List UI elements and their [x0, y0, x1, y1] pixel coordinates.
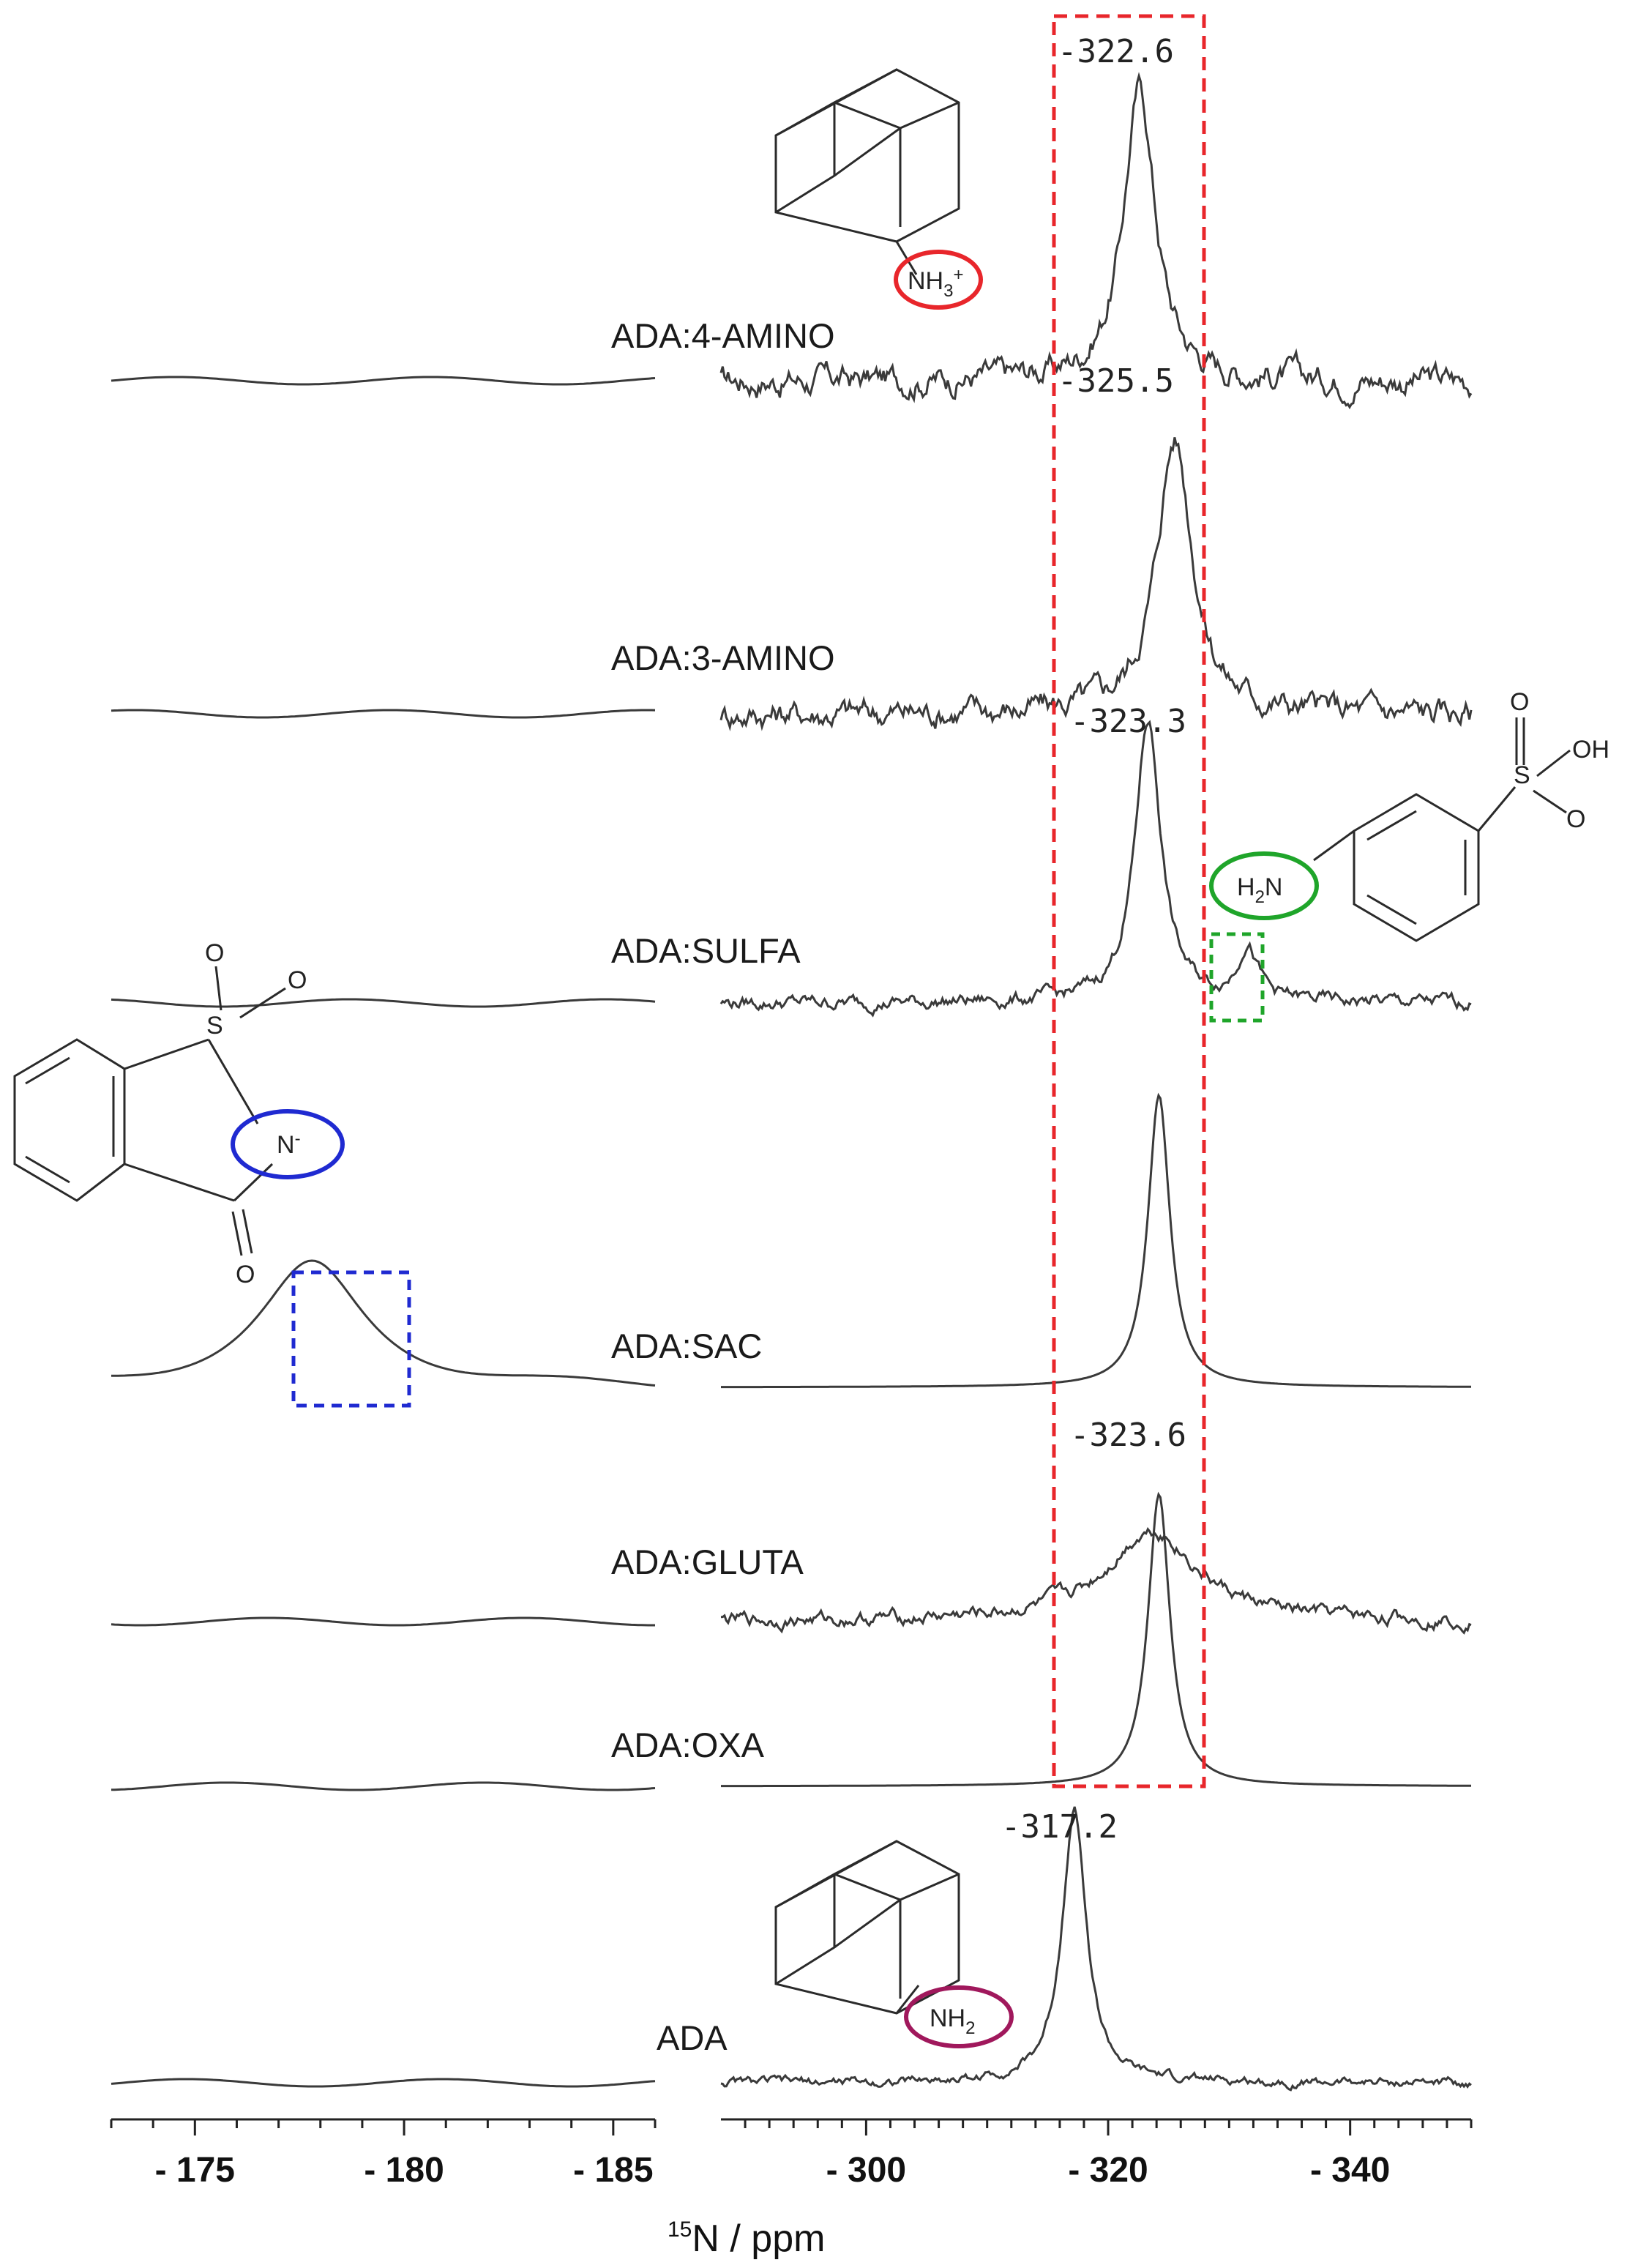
sac-o1-label: O: [205, 939, 224, 967]
h2n-ring: [1209, 851, 1319, 920]
trace-left-ada-sulfa: [111, 998, 656, 1008]
spectra-traces: [111, 72, 1473, 2092]
x-axes: - 175 - 180 - 185 - 300 - 320 - 340: [110, 2118, 1473, 2190]
trace-left-ada-sac: [111, 1259, 656, 1387]
peak-label-ada-sulfa: -323.3: [1070, 703, 1186, 740]
series-label-ada-gluta: ADA:GLUTA: [611, 1543, 804, 1581]
series-label-ada: ADA: [657, 2018, 728, 2057]
trace-right-ada: [720, 1806, 1472, 2092]
trace-right-ada-sac: [721, 1092, 1471, 1389]
tick-label-right: - 340: [1310, 2151, 1390, 2190]
nh3-label: NH3+: [908, 265, 963, 301]
trace-right-ada-oxa: [721, 1491, 1471, 1788]
trace-right-ada-4-amino: [719, 72, 1473, 410]
highlight-box-green: [1209, 932, 1265, 1023]
sac-n-ring: [231, 1109, 345, 1179]
s-label: S: [1514, 761, 1530, 789]
adamantane-amine-structure: [774, 1840, 960, 2015]
sulfanilic-acid-structure: [1313, 717, 1571, 942]
trace-left-ada-3-amino: [111, 709, 656, 719]
trace-left-ada-oxa: [111, 1781, 656, 1791]
peak-label-ada-4-amino: -322.6: [1058, 33, 1174, 70]
trace-left-ada-gluta: [111, 1616, 655, 1627]
adamantane-ammonium-structure: [774, 68, 960, 275]
series-label-ada-3-amino: ADA:3-AMINO: [611, 638, 835, 677]
o-bottom-label: O: [1566, 805, 1585, 833]
series-label-ada-oxa: ADA:OXA: [611, 1726, 765, 1764]
sac-s-label: S: [206, 1012, 223, 1040]
trace-left-ada-4-amino: [111, 376, 656, 386]
highlight-box-blue: [291, 1270, 411, 1408]
sac-n-label: N-: [277, 1129, 301, 1159]
nh2-ring: [904, 1985, 1014, 2048]
trace-right-ada-3-amino: [719, 437, 1473, 732]
highlight-box-red: [1052, 14, 1206, 1788]
tick-label-left: - 175: [155, 2151, 235, 2190]
sac-o3-label: O: [236, 1261, 255, 1288]
oh-label: OH: [1572, 736, 1609, 764]
tick-label-right: - 300: [826, 2151, 906, 2190]
nh2-label: NH2: [930, 2004, 975, 2038]
peak-label-ada: -317.2: [1001, 1808, 1118, 1846]
peak-label-ada-3-amino: -325.5: [1058, 362, 1174, 400]
series-label-ada-4-amino: ADA:4-AMINO: [611, 316, 835, 355]
trace-right-ada-sulfa: [719, 720, 1472, 1018]
trace-left-ada: [111, 2078, 656, 2088]
h2n-label: H2N: [1237, 873, 1282, 907]
o-top-label: O: [1510, 688, 1529, 716]
nh3-ring: [894, 250, 983, 310]
tick-label-left: - 180: [364, 2151, 444, 2190]
trace-right-ada-gluta: [720, 1526, 1472, 1635]
peak-label-ada-gluta: -323.6: [1070, 1417, 1186, 1454]
sac-o2-label: O: [288, 966, 307, 994]
tick-label-right: - 320: [1068, 2151, 1148, 2190]
x-axis-title: 15N / ppm: [668, 2217, 825, 2260]
series-label-ada-sac: ADA:SAC: [611, 1327, 762, 1365]
tick-label-left: - 185: [573, 2151, 653, 2190]
saccharin-structure: [13, 966, 286, 1256]
series-label-ada-sulfa: ADA:SULFA: [611, 931, 801, 970]
